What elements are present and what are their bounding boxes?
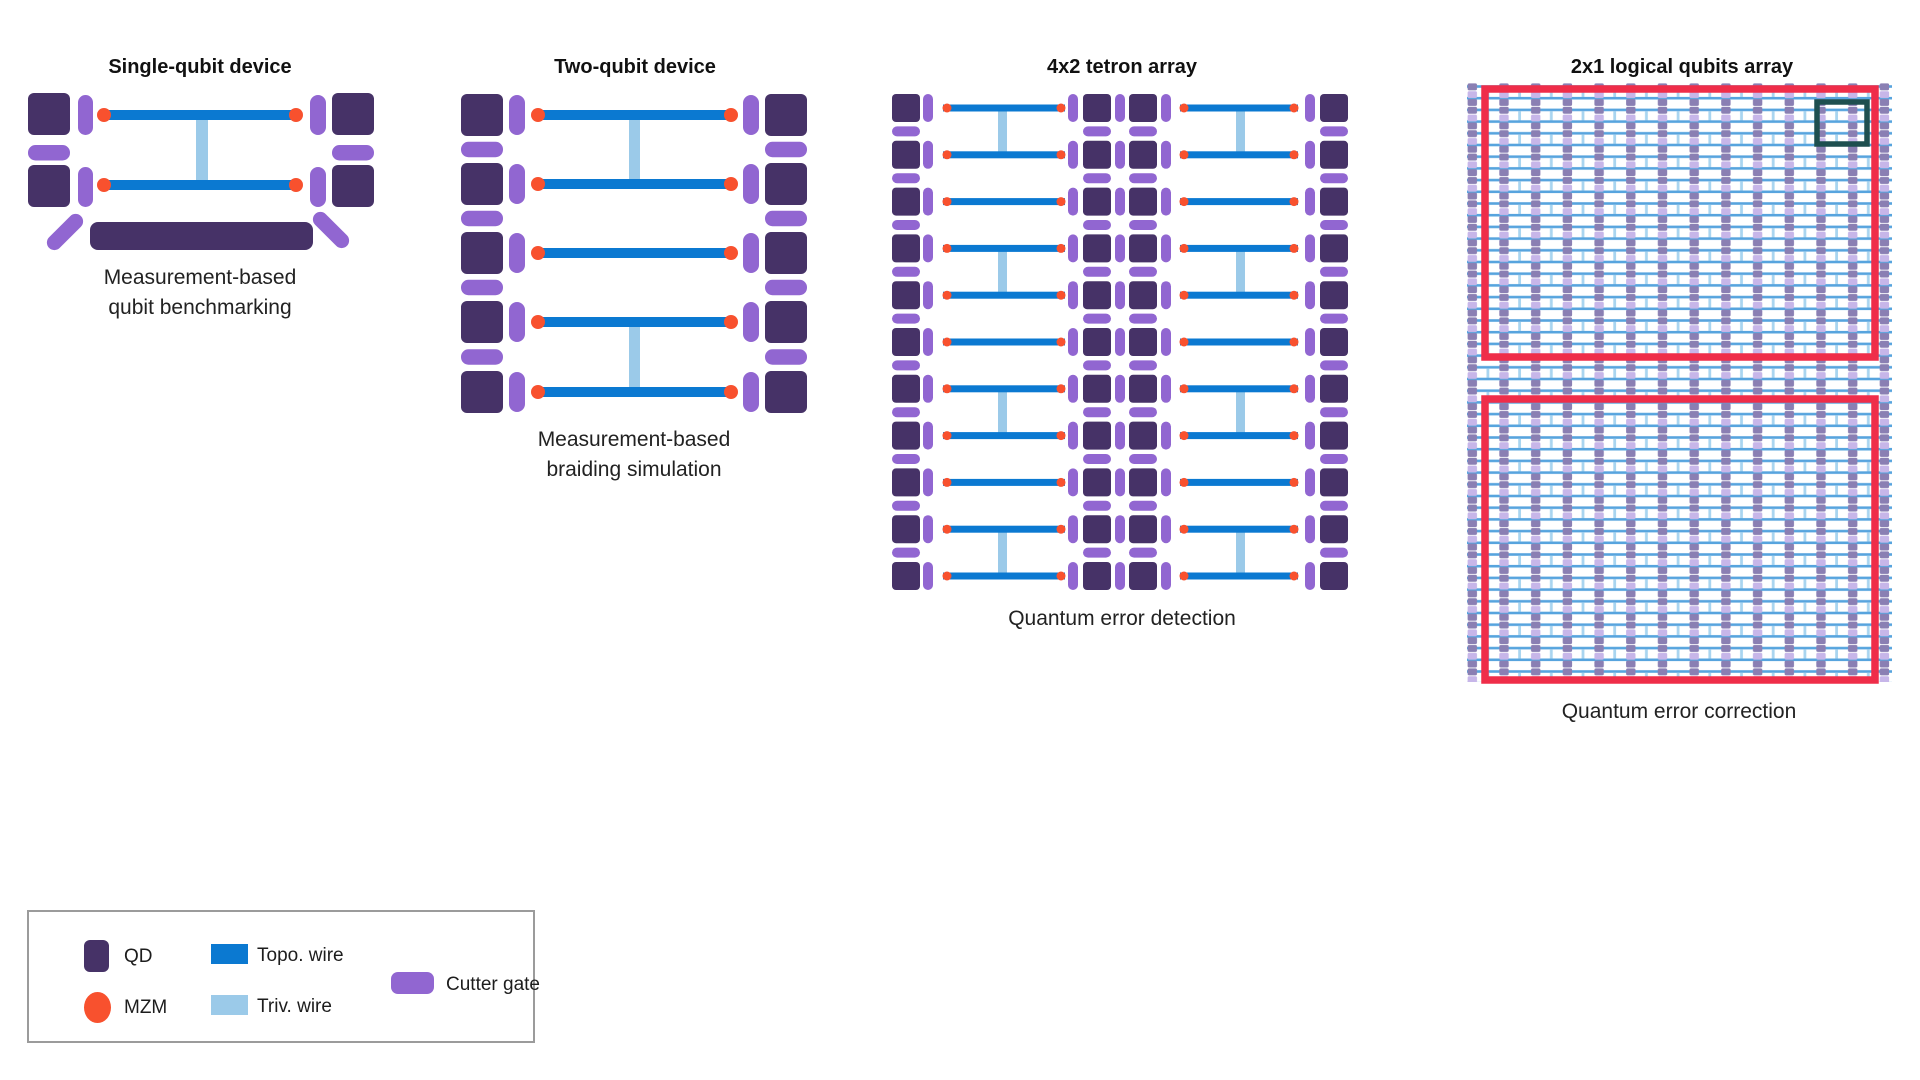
two-qubit-caption: Measurement-based braiding simulation (464, 425, 804, 485)
mzm-dots (97, 108, 303, 192)
topo-wire-swatch-icon (211, 944, 248, 964)
legend-label-cutter-gate: Cutter gate (446, 974, 540, 995)
triv-wire-swatch-icon (211, 995, 248, 1015)
tetron-array-caption: Quantum error detection (952, 604, 1292, 634)
two-qubit-device-figure (461, 94, 807, 413)
caption-line: Measurement-based (103, 266, 297, 289)
cutter-gates (28, 95, 374, 251)
logical-array-title: 2x1 logical qubits array (1570, 56, 1794, 78)
triv-wire (196, 115, 208, 185)
legend-box: QD MZM Topo. wire Triv. wire Cutter gate (27, 910, 540, 1043)
topo-wires (100, 110, 300, 190)
legend-label-mzm: MZM (124, 997, 168, 1018)
single-qubit-caption: Measurement-based qubit benchmarking (30, 263, 370, 323)
single-qubit-title: Single-qubit device (108, 56, 292, 78)
legend-label-triv-wire: Triv. wire (257, 996, 332, 1017)
logical-array-caption: Quantum error correction (1509, 697, 1849, 727)
qd-swatch-icon (84, 940, 109, 972)
caption-line: Quantum error correction (1561, 700, 1797, 723)
triv-wires (998, 108, 1245, 576)
caption-line: qubit benchmarking (108, 296, 292, 319)
qd-squares (28, 93, 374, 250)
single-qubit-device-figure (28, 93, 374, 251)
unit-cell-outline (1814, 99, 1870, 147)
tetron-grid-texture (1467, 83, 1892, 682)
legend-label-qd: QD (124, 946, 153, 967)
two-qubit-title: Two-qubit device (554, 56, 716, 78)
bottom-qd-bar (90, 222, 313, 250)
legend-label-topo-wire: Topo. wire (257, 945, 344, 966)
logical-qubit-outline-bottom (1481, 395, 1879, 684)
logical-qubit-outline-top (1481, 85, 1879, 361)
tetron-array-title: 4x2 tetron array (1046, 56, 1198, 78)
cutter-gate-swatch-icon (391, 972, 434, 994)
triv-wires (629, 115, 640, 392)
mzm-swatch-icon (84, 992, 111, 1023)
logical-qubits-array-figure (1467, 83, 1892, 684)
tetron-rows (892, 94, 1348, 590)
caption-line: Quantum error detection (1008, 607, 1236, 630)
caption-line: Measurement-based (537, 428, 731, 451)
tetron-array-figure (892, 94, 1348, 590)
caption-line: braiding simulation (546, 458, 722, 481)
